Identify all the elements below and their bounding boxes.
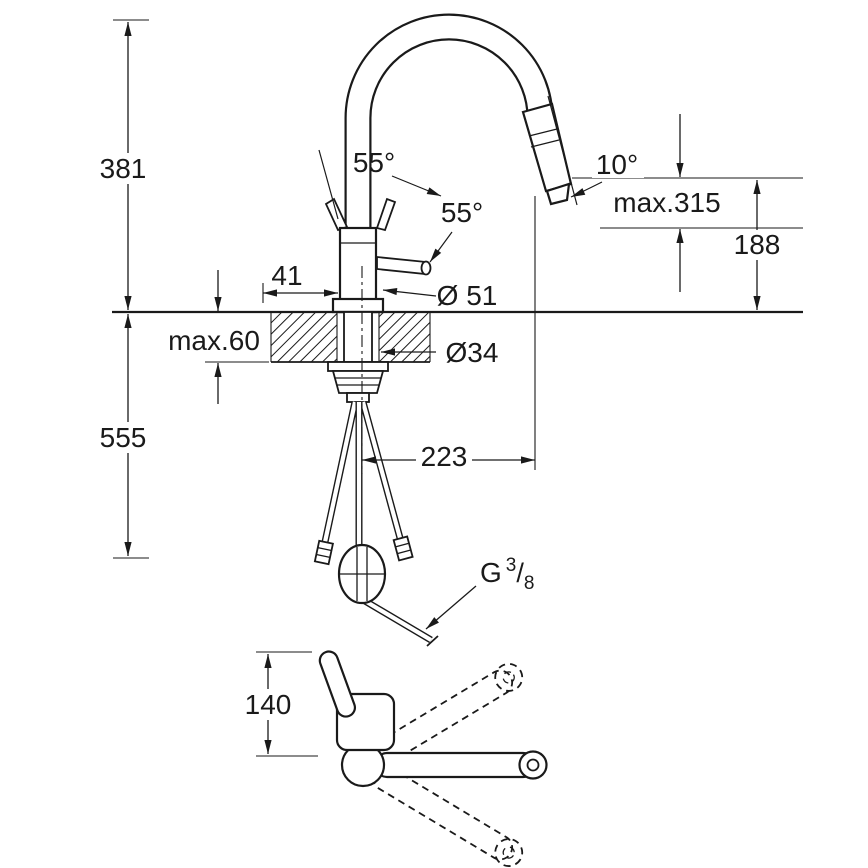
angle-10-label: 10° (596, 149, 638, 180)
dimension-max315: max.315 (602, 114, 734, 292)
mounting-hardware (327, 361, 389, 403)
handle-lever-front (376, 256, 432, 276)
top-view: 140 (241, 650, 548, 867)
spray-tilt-line (547, 95, 578, 206)
dim-555-label: 555 (100, 422, 147, 453)
angle-55-top-label: 55° (353, 147, 395, 178)
dim-188-label: 188 (734, 229, 781, 260)
spout-arm-top (373, 751, 537, 779)
dimension-223: 223 (362, 196, 536, 472)
dimensions: 381 555 max.60 41 Ø 51 Ø34 (97, 19, 787, 630)
dimension-55-front: 55° (429, 197, 483, 263)
dimension-dia34: Ø34 (381, 337, 507, 368)
hose-connector-left (313, 539, 334, 566)
washer (327, 361, 389, 372)
mounting-nut (331, 370, 385, 394)
dimension-140: 140 (241, 651, 318, 757)
spray-head (521, 102, 573, 206)
dimension-188: 188 (727, 180, 787, 310)
spout-tube (344, 13, 554, 236)
dimension-381: 381 (97, 19, 150, 310)
dim-max315-label: max.315 (613, 187, 720, 218)
dimension-555: 555 (97, 314, 150, 559)
dimension-max60: max.60 (160, 270, 269, 404)
dimension-41: 41 (262, 260, 338, 303)
supply-hoses (321, 401, 439, 647)
hose-connector-right (392, 535, 414, 562)
side-view (112, 13, 803, 647)
handle-lever-right (375, 197, 397, 232)
dim-max60-label: max.60 (168, 325, 260, 356)
dimension-55-top: 55° (318, 147, 442, 220)
hose-weight (337, 543, 387, 605)
dim-dia34-label: Ø34 (446, 337, 499, 368)
dim-41-label: 41 (271, 260, 302, 291)
handle-lever-top (318, 650, 357, 718)
angle-55-front-label: 55° (441, 197, 483, 228)
aerator-circle (526, 758, 540, 772)
dim-140-label: 140 (245, 689, 292, 720)
dimension-10: 10° (570, 149, 644, 198)
spout-end-cap (518, 750, 548, 780)
dim-223-label: 223 (421, 441, 468, 472)
dim-dia51-label: Ø 51 (437, 280, 498, 311)
base-flange (331, 297, 385, 314)
dimension-dia51: Ø 51 (382, 280, 498, 311)
dim-381-label: 381 (100, 153, 147, 184)
